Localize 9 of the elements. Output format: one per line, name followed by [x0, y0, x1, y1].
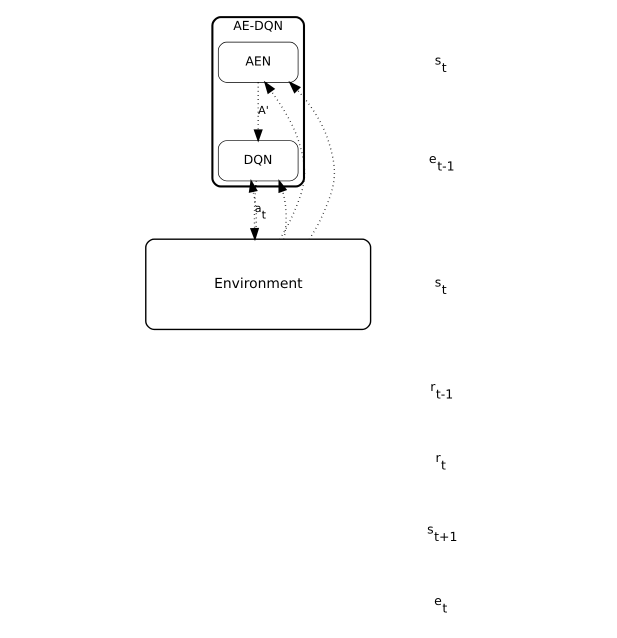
edge-label: A': [258, 104, 269, 118]
node-box: DQN: [218, 140, 298, 182]
node-box: Environment: [145, 238, 372, 330]
arrow: [254, 82, 263, 143]
arrow: [264, 80, 306, 240]
arrow: [250, 181, 260, 242]
arrow: [288, 80, 336, 240]
arrow: [278, 179, 288, 240]
node-box: AEN: [218, 42, 298, 83]
